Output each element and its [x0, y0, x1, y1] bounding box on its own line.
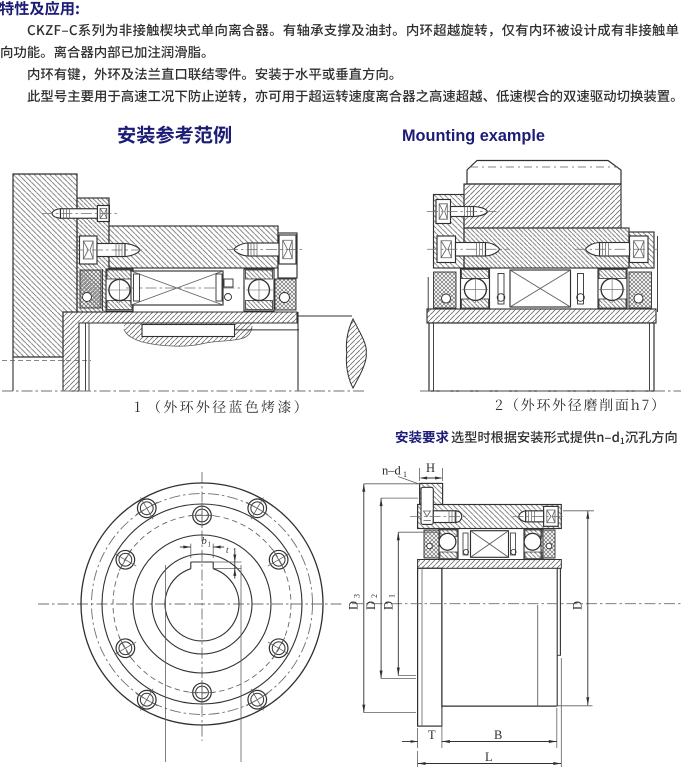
svg-text:L: L	[485, 750, 493, 764]
svg-text:H: H	[426, 461, 435, 475]
svg-text:b: b	[202, 536, 207, 547]
svg-text:3: 3	[353, 594, 362, 598]
svg-text:n–d: n–d	[382, 464, 402, 478]
svg-text:B: B	[494, 728, 502, 742]
svg-text:1: 1	[208, 541, 212, 549]
svg-text:t: t	[226, 545, 229, 555]
svg-text:D: D	[571, 601, 585, 610]
svg-text:D: D	[382, 601, 396, 610]
svg-text:1: 1	[403, 470, 407, 479]
svg-text:D: D	[347, 601, 361, 610]
svg-text:1: 1	[388, 594, 397, 598]
svg-text:2: 2	[370, 594, 379, 598]
svg-text:T: T	[428, 728, 436, 742]
svg-text:D: D	[364, 601, 378, 610]
svg-text:Mounting example: Mounting example	[402, 127, 545, 145]
